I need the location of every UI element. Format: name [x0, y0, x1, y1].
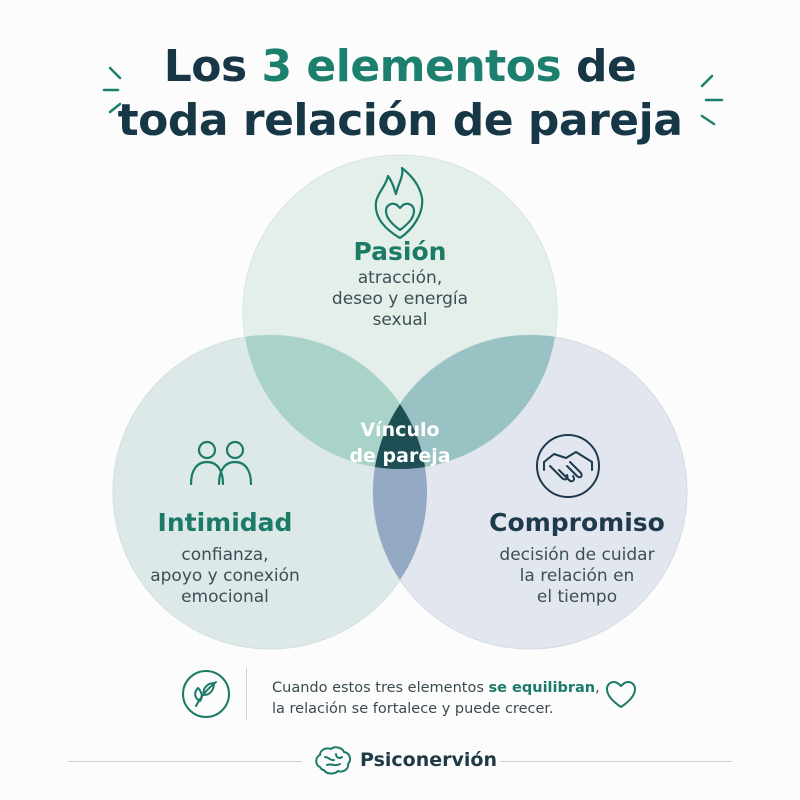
commitment-desc-line: decisión de cuidar — [499, 545, 655, 565]
footer-note-text: , — [595, 680, 600, 696]
sparkle-right-icon — [700, 74, 724, 126]
commitment-label: Compromiso decisión de cuidar la relació… — [472, 507, 682, 608]
title-line-1: Los 3 elementos de — [0, 40, 800, 94]
title-text: de — [561, 41, 637, 92]
title-accent: 3 elementos — [261, 41, 562, 92]
passion-desc-line: atracción, — [357, 268, 443, 288]
center-label-line: de pareja — [349, 445, 451, 467]
intimacy-title: Intimidad — [157, 508, 293, 537]
passion-title: Pasión — [353, 237, 447, 266]
center-label-line: Vínculo — [360, 419, 440, 441]
two-people-icon — [189, 440, 253, 486]
heart-icon — [606, 681, 636, 708]
sparkle-left-icon — [102, 66, 122, 114]
intimacy-label: Intimidad confianza, apoyo y conexión em… — [130, 507, 320, 608]
leaf-icon — [182, 670, 230, 718]
intimacy-desc-line: emocional — [181, 587, 269, 607]
passion-intimacy-overlap — [243, 335, 427, 469]
flame-heart-icon — [374, 166, 424, 240]
intimacy-desc-line: apoyo y conexión — [150, 566, 300, 586]
page-title: Los 3 elementos de toda relación de pare… — [0, 40, 800, 148]
brand-row: Psiconervión — [0, 744, 800, 778]
footer-note-emphasis: se equilibran — [488, 680, 596, 696]
passion-label: Pasión atracción, deseo y energía sexual — [300, 236, 500, 331]
passion-commitment-overlap — [373, 335, 557, 469]
passion-desc-line: sexual — [372, 310, 428, 330]
title-line-2: toda relación de pareja — [117, 95, 683, 146]
passion-desc-line: deseo y energía — [331, 289, 469, 309]
footer-note-text: Cuando estos tres elementos — [272, 680, 489, 696]
commitment-desc-line: el tiempo — [536, 587, 618, 607]
brand-divider-right — [500, 761, 732, 762]
center-label: Vínculo de pareja — [330, 417, 470, 469]
footer-note-line-1: Cuando estos tres elementos se equilibra… — [272, 678, 612, 699]
footer-divider — [246, 668, 247, 720]
intimacy-desc-line: confianza, — [181, 545, 269, 565]
footer-note: Cuando estos tres elementos se equilibra… — [272, 678, 612, 720]
brand-divider-left — [68, 761, 302, 762]
brand-name: Psiconervión — [360, 749, 497, 771]
commitment-desc-line: la relación en — [519, 566, 635, 586]
brand-logo-icon — [315, 746, 352, 775]
commitment-title: Compromiso — [489, 508, 665, 537]
footer-note-line-2: la relación se fortalece y puede crecer. — [272, 701, 554, 717]
title-text: Los — [163, 41, 262, 92]
handshake-icon — [536, 434, 600, 498]
